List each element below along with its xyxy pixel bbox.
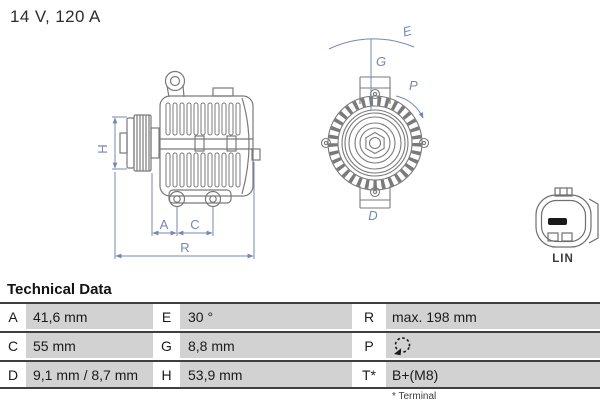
dim-label-R: R bbox=[180, 240, 189, 255]
tech-key-cell: H bbox=[153, 362, 180, 387]
tech-value-cell: max. 198 mm bbox=[392, 308, 477, 325]
connector-bottom-tab-right bbox=[561, 232, 573, 242]
alternator-technical-drawing: H A C R bbox=[95, 23, 599, 265]
tech-key-cell: P bbox=[352, 333, 386, 358]
dim-label-C: C bbox=[190, 217, 199, 232]
table-row: D 9,1 mm / 8,7 mm H 53,9 mm T* B+(M8) bbox=[0, 360, 600, 389]
tech-value-cell: 41,6 mm bbox=[33, 308, 88, 325]
tech-key-cell: G bbox=[153, 333, 180, 358]
rotation-direction-arrow bbox=[395, 95, 424, 119]
table-row: A 41,6 mm E 30 ° R max. 198 mm bbox=[0, 302, 600, 329]
alternator-housing bbox=[159, 95, 254, 197]
tech-value-cell: B+(M8) bbox=[392, 366, 439, 383]
dim-R-extension-lines bbox=[114, 162, 255, 259]
tech-key-cell: R bbox=[352, 304, 386, 329]
pulley-hub bbox=[150, 127, 160, 159]
connector-bottom-tab-left bbox=[547, 232, 559, 242]
top-mounting-lug bbox=[164, 70, 234, 98]
dim-label-P: P bbox=[409, 78, 418, 93]
cooling-fins-top bbox=[165, 102, 241, 136]
alternator-side-view bbox=[119, 70, 261, 208]
tech-key-cell: C bbox=[0, 333, 26, 358]
technical-data-heading: Technical Data bbox=[7, 281, 112, 298]
lin-connector-detail bbox=[535, 187, 599, 248]
tech-key-cell: E bbox=[153, 304, 180, 329]
rotation-direction-icon bbox=[394, 337, 411, 356]
tech-key-cell: A bbox=[0, 304, 26, 329]
product-spec-title: 14 V, 120 A bbox=[10, 7, 101, 26]
connector-top-tab bbox=[554, 187, 573, 197]
connector-label: LIN bbox=[552, 253, 574, 265]
tech-value-cell: 53,9 mm bbox=[188, 366, 243, 383]
tech-value-cell: 8,8 mm bbox=[188, 337, 235, 354]
front-bottom-lug bbox=[359, 186, 391, 209]
technical-data-section: Technical Data A 41,6 mm E 30 ° R max. 1… bbox=[0, 281, 600, 400]
tech-value-cell: 30 ° bbox=[188, 308, 214, 325]
shaft-end bbox=[119, 132, 128, 154]
dim-E-arc bbox=[328, 38, 415, 50]
through-bolt-band bbox=[160, 135, 253, 152]
tech-key-cell: D bbox=[0, 362, 26, 387]
dim-label-G: G bbox=[376, 54, 386, 69]
side-view-dimensions bbox=[112, 116, 255, 259]
dim-label-H: H bbox=[95, 144, 110, 153]
dim-label-A: A bbox=[160, 217, 169, 232]
top-rear-boss bbox=[212, 87, 234, 97]
tech-value-cell: 9,1 mm / 8,7 mm bbox=[33, 366, 139, 383]
bottom-mounting-bracket bbox=[168, 189, 232, 208]
connector-outer-shell bbox=[535, 194, 592, 248]
dim-AC-extension-lines bbox=[151, 173, 214, 236]
table-row: C 55 mm G 8,8 mm P bbox=[0, 331, 600, 358]
dim-label-E: E bbox=[401, 23, 413, 40]
tech-value-cell bbox=[392, 333, 412, 358]
tech-value-cell: 55 mm bbox=[33, 337, 76, 354]
front-view-annotations bbox=[328, 38, 424, 119]
alternator-front-view bbox=[320, 76, 430, 209]
pulley-cap bbox=[126, 117, 135, 169]
front-top-lug bbox=[359, 76, 391, 104]
connector-pin bbox=[548, 218, 567, 225]
cooling-fins-bottom bbox=[165, 152, 241, 188]
dim-label-D: D bbox=[368, 208, 377, 223]
shaft-hex-nut bbox=[365, 131, 385, 155]
rear-terminal-bump bbox=[251, 148, 261, 161]
tech-key-cell: T* bbox=[352, 362, 386, 387]
connector-side-flange bbox=[588, 198, 599, 244]
vent-slot-ring bbox=[328, 96, 422, 190]
terminal-footnote: * Terminal bbox=[392, 391, 437, 400]
dim-H-extension-lines bbox=[112, 116, 127, 170]
rear-cover-curve bbox=[241, 97, 250, 195]
